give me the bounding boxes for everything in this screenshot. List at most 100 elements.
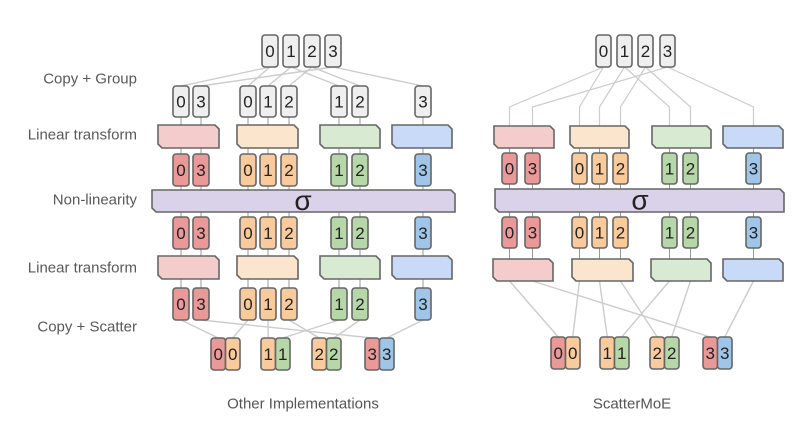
other-activated-token-expert-1-0: 0 (239, 216, 257, 250)
scattermoe-scatter-line-expert-1-token-1 (598, 280, 608, 338)
other-hidden-token-expert-1-0-box (239, 153, 257, 187)
label-non-linearity: Non-linearity (52, 191, 137, 209)
scattermoe-hidden-token-expert-3-3: 3 (745, 152, 762, 185)
scattermoe-hidden-token-expert-3-3-box (745, 152, 762, 185)
scattermoe-hidden-token-expert-1-0-label: 0 (575, 160, 584, 179)
scattermoe-scatter-line-expert-1-token-0 (572, 280, 581, 338)
scattermoe-input-token-1-box (616, 34, 633, 68)
other-grouped-token-expert-0-3-box (192, 85, 210, 118)
scattermoe-activated-token-expert-3-3: 3 (745, 216, 762, 249)
other-grouped-token-expert-2-2: 2 (351, 85, 369, 118)
other-scatter-line-expert-3-token-3 (386, 319, 424, 339)
scattermoe-linear1-expert-orange (569, 125, 630, 149)
other-grouped-token-expert-1-2: 2 (280, 85, 298, 118)
other-activated-token-expert-1-2-box (280, 216, 298, 250)
scattermoe-linear2-expert-green (650, 258, 712, 282)
scattermoe-linear1-expert-green (651, 125, 712, 149)
other-activated-token-expert-2-2: 2 (351, 216, 369, 250)
scattermoe-hidden-token-expert-1-1-label: 1 (595, 160, 604, 179)
scattermoe-activated-token-expert-2-1-label: 1 (665, 224, 674, 243)
other-copy-line-0-to-expert-1 (247, 66, 271, 87)
other-grouped-token-expert-2-2-label: 2 (355, 93, 364, 112)
other-input-token-1-box (282, 34, 300, 68)
scattermoe-hidden-token-expert-0-0-box (501, 152, 518, 185)
other-activated-token-expert-1-1-label: 1 (263, 224, 272, 243)
other-copy-line-0-to-expert-0 (180, 66, 271, 87)
scattermoe-activated-token-expert-3-3-label: 3 (749, 224, 758, 243)
other-input-token-0-label: 0 (265, 42, 274, 61)
other-activated-token-expert-3-3-label: 3 (418, 224, 427, 243)
scattermoe-linear2-expert-orange (571, 258, 634, 282)
other-grouped-token-expert-2-1-label: 1 (334, 93, 343, 112)
other-grouped-token-expert-1-0-box (239, 85, 257, 118)
other-input-token-1-label: 1 (286, 42, 295, 61)
other-activated-token-expert-1-1: 1 (259, 216, 277, 250)
other-output-token-expert-1-1-box (259, 287, 277, 321)
other-activated-token-expert-2-1-box (330, 216, 348, 250)
other-activated-token-expert-1-2-label: 2 (284, 224, 293, 243)
other-activated-token-expert-2-2-label: 2 (355, 224, 364, 243)
other-output-token-expert-2-1: 1 (330, 287, 348, 321)
scattermoe-input-token-3-box (659, 34, 676, 68)
other-scattered-output-1-from-green: 1 (274, 337, 291, 371)
scattermoe-input-token-3-label: 3 (663, 42, 672, 61)
other-grouped-token-expert-2-1-box (330, 85, 348, 118)
scattermoe-input-token-2-label: 2 (641, 42, 650, 61)
other-linear2-expert-orange (236, 255, 299, 280)
other-grouped-token-expert-0-0-box (172, 85, 190, 118)
scattermoe-activated-token-expert-0-0: 0 (501, 216, 518, 249)
scattermoe-scatter-line-expert-0-token-0 (508, 280, 559, 338)
scattermoe-scattered-output-1-from-orange-label: 1 (603, 344, 612, 363)
scattermoe-hidden-token-expert-2-2: 2 (682, 152, 699, 185)
scattermoe-activated-token-expert-1-0: 0 (571, 216, 588, 249)
other-hidden-token-expert-1-2-box (280, 153, 298, 187)
other-hidden-token-expert-3-3-box (414, 153, 432, 187)
other-activated-token-expert-0-3-label: 3 (196, 224, 205, 243)
other-hidden-token-expert-2-2: 2 (351, 153, 369, 187)
other-hidden-token-expert-0-0-label: 0 (176, 161, 185, 180)
other-input-token-2-box (303, 34, 321, 68)
scattermoe-route-line-0-to-expert-1 (578, 66, 605, 126)
other-hidden-token-expert-1-2-label: 2 (284, 161, 293, 180)
other-hidden-token-expert-1-1-box (259, 153, 277, 187)
other-scattered-output-2-from-orange: 2 (311, 337, 328, 371)
scattermoe-route-line-3-to-expert-3 (667, 66, 755, 126)
scattermoe-activated-token-expert-2-2: 2 (682, 216, 699, 249)
scattermoe-activated-token-expert-0-0-label: 0 (505, 224, 514, 243)
other-scattered-output-0-from-orange: 0 (224, 337, 241, 371)
scattermoe-scattered-output-2-from-green: 2 (663, 336, 680, 370)
other-nonlinearity-bar-sigma-symbol: σ (294, 185, 311, 216)
other-activated-token-expert-0-0-label: 0 (176, 224, 185, 243)
other-grouped-token-expert-1-0-label: 0 (243, 93, 252, 112)
scattermoe-hidden-token-expert-1-1-box (591, 152, 608, 185)
other-activated-token-expert-1-1-box (259, 216, 277, 250)
label-linear-transform-2: Linear transform (27, 259, 137, 277)
other-scattered-output-3-from-blue-box (378, 337, 395, 371)
other-scattered-output-2-from-green-box (325, 337, 342, 371)
scattermoe-activated-token-expert-1-2: 2 (612, 216, 629, 249)
other-input-token-0: 0 (261, 34, 279, 68)
scattermoe-activated-token-expert-0-0-box (501, 216, 518, 249)
other-output-token-expert-0-3-label: 3 (196, 295, 205, 314)
scattermoe-scatter-line-expert-2-token-1 (621, 280, 671, 338)
scattermoe-activated-token-expert-2-2-label: 2 (686, 224, 695, 243)
other-output-token-expert-0-0-label: 0 (176, 295, 185, 314)
other-copy-line-2-to-expert-2 (311, 66, 361, 87)
other-output-token-expert-3-3-box (414, 287, 432, 321)
other-grouped-token-expert-1-1: 1 (259, 85, 277, 118)
scattermoe-route-line-2-to-expert-1 (619, 66, 647, 126)
scattermoe-activated-token-expert-1-2-box (612, 216, 629, 249)
other-scattered-output-0-from-orange-label: 0 (228, 345, 237, 364)
scattermoe-hidden-token-expert-1-2: 2 (612, 152, 629, 185)
other-hidden-token-expert-0-0: 0 (172, 153, 190, 187)
scattermoe-hidden-token-expert-3-3-label: 3 (749, 160, 758, 179)
label-linear-transform-1: Linear transform (27, 126, 137, 144)
other-grouped-token-expert-3-3-label: 3 (418, 93, 427, 112)
other-output-token-expert-0-3-box (192, 287, 210, 321)
other-output-token-expert-1-2-box (280, 287, 298, 321)
other-output-token-expert-2-1-box (330, 287, 348, 321)
other-input-token-1: 1 (282, 34, 300, 68)
other-copy-line-2-to-expert-1 (288, 66, 313, 87)
other-linear2-expert-green (319, 255, 381, 280)
